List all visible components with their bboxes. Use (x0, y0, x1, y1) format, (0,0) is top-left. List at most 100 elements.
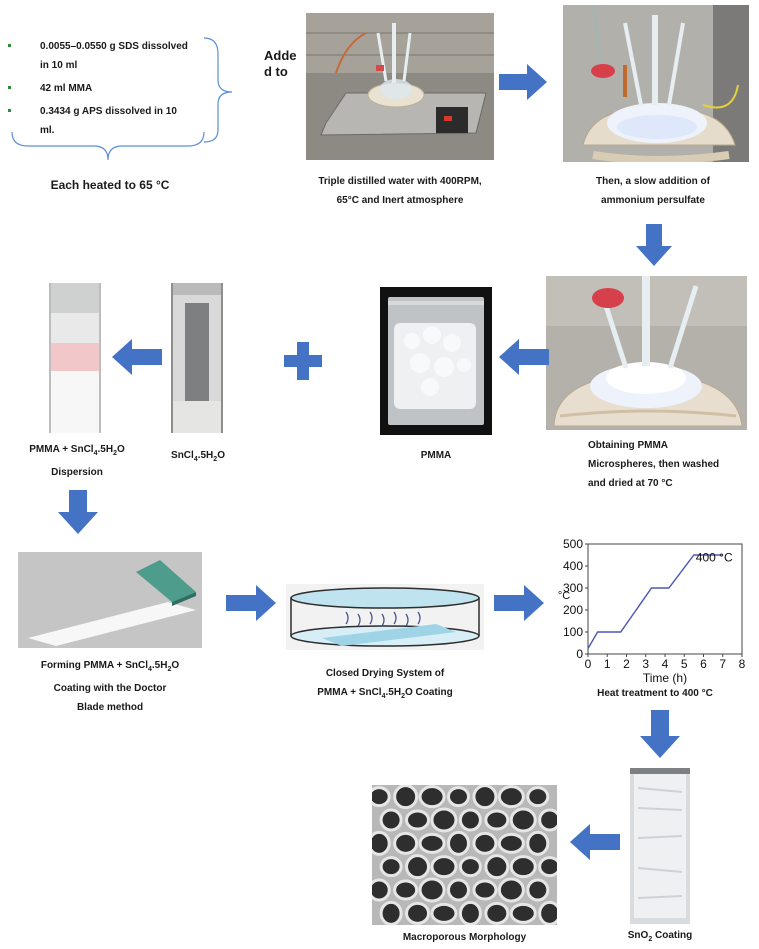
bullet-icon (8, 109, 11, 112)
closed-drying-illustration (286, 584, 484, 650)
pore (472, 785, 498, 810)
plus-icon (284, 342, 322, 380)
pore (430, 807, 458, 833)
dispersion-caption: PMMA + SnCl4.5H2O Dispersion (29, 444, 125, 478)
heat-caption: Heat treatment to 400 °C (597, 688, 713, 699)
pore (538, 808, 557, 832)
pore (430, 855, 458, 879)
pore (447, 786, 470, 808)
pore (393, 785, 419, 810)
flask-hotplate-photo (306, 13, 494, 160)
pore (472, 879, 498, 901)
x-tick-label: 1 (604, 657, 611, 671)
sno2-caption: SnO2 Coating (627, 930, 693, 943)
arrow-left-icon (112, 339, 162, 375)
pore (372, 786, 391, 808)
pore (497, 877, 525, 903)
y-tick-label: 200 (563, 603, 583, 617)
pmma-caption: PMMA (420, 450, 452, 461)
y-tick-label: 400 (563, 559, 583, 573)
y-tick-label: 500 (563, 537, 583, 551)
pore (526, 830, 550, 856)
pmma-bag-photo (380, 287, 492, 435)
pore (418, 832, 446, 854)
y-tick-label: 300 (563, 581, 583, 595)
pore (484, 901, 510, 925)
bullet-icon (8, 86, 11, 89)
obtain-caption: Obtaining PMMA Microspheres, then washed… (588, 440, 720, 489)
x-tick-label: 3 (642, 657, 649, 671)
pore (484, 854, 510, 880)
drying-caption: Closed Drying System of PMMA + SnCl4.5H2… (317, 668, 453, 700)
macro-caption: Macroporous Morphology (402, 932, 527, 943)
pore (393, 831, 419, 855)
pore (509, 902, 537, 924)
arrow-right-icon (494, 585, 544, 621)
arrow-right-icon (499, 64, 547, 100)
x-tick-label: 0 (585, 657, 592, 671)
pore (379, 856, 403, 878)
y-tick-label: 100 (563, 625, 583, 639)
doctor-blade-caption: Forming PMMA + SnCl4.5H2O Coating with t… (40, 660, 180, 713)
pore (538, 900, 557, 925)
pore (458, 808, 482, 832)
pore (393, 879, 419, 901)
arrow-left-icon (499, 339, 549, 375)
pore (509, 855, 537, 879)
pore (447, 830, 470, 856)
pore (405, 901, 431, 925)
added-to-label: Adde d to (264, 48, 297, 79)
bottom-brace-icon (11, 131, 205, 161)
arrow-right-icon (226, 585, 276, 621)
pore (509, 807, 537, 833)
pore (472, 831, 498, 855)
pore (418, 877, 446, 903)
aps-caption: Then, a slow addition of ammonium persul… (596, 176, 710, 206)
doctor-blade-illustration (18, 552, 202, 648)
arrow-down-icon (640, 710, 680, 758)
x-tick-label: 4 (662, 657, 669, 671)
water-caption: Triple distilled water with 400RPM, 65°C… (318, 176, 482, 206)
pore (526, 878, 550, 902)
sncl4-caption: SnCl4.5H2O (171, 450, 225, 463)
x-tick-label: 5 (681, 657, 688, 671)
pore (484, 809, 510, 831)
aps-addition-photo (563, 5, 749, 162)
x-tick-label: 6 (700, 657, 707, 671)
pore (447, 878, 470, 902)
y-tick-label: 0 (576, 647, 583, 661)
temperature-series-line (587, 554, 723, 649)
pore (538, 856, 557, 878)
pore (526, 786, 550, 808)
pore (497, 832, 525, 854)
peak-annotation: 400 °C (696, 551, 733, 565)
pore (497, 785, 525, 809)
right-brace-icon (203, 37, 233, 143)
pore (379, 900, 403, 925)
pore (418, 785, 446, 809)
arrow-down-icon (636, 224, 672, 266)
pore (458, 856, 482, 878)
pore (405, 809, 431, 831)
heated-label: Each heated to 65 °C (50, 178, 170, 192)
x-axis-label: Time (h) (643, 671, 687, 685)
pmma-microspheres-photo (546, 276, 747, 430)
x-tick-label: 7 (719, 657, 726, 671)
pore (405, 854, 431, 880)
arrow-down-icon (58, 490, 98, 534)
arrow-left-icon (570, 824, 620, 860)
bullet-icon (8, 44, 11, 47)
y-axis-label: °C (558, 590, 570, 602)
pore (379, 808, 403, 832)
pore (430, 902, 458, 924)
dispersion-vial-photo (49, 283, 101, 433)
sno2-coating-photo (630, 768, 690, 924)
macroporous-sem-photo (372, 785, 557, 925)
x-tick-label: 2 (623, 657, 630, 671)
pore (458, 900, 482, 925)
pore (372, 878, 391, 902)
pore (372, 830, 391, 856)
sncl4-vial-photo (171, 283, 223, 433)
x-tick-label: 8 (739, 657, 746, 671)
